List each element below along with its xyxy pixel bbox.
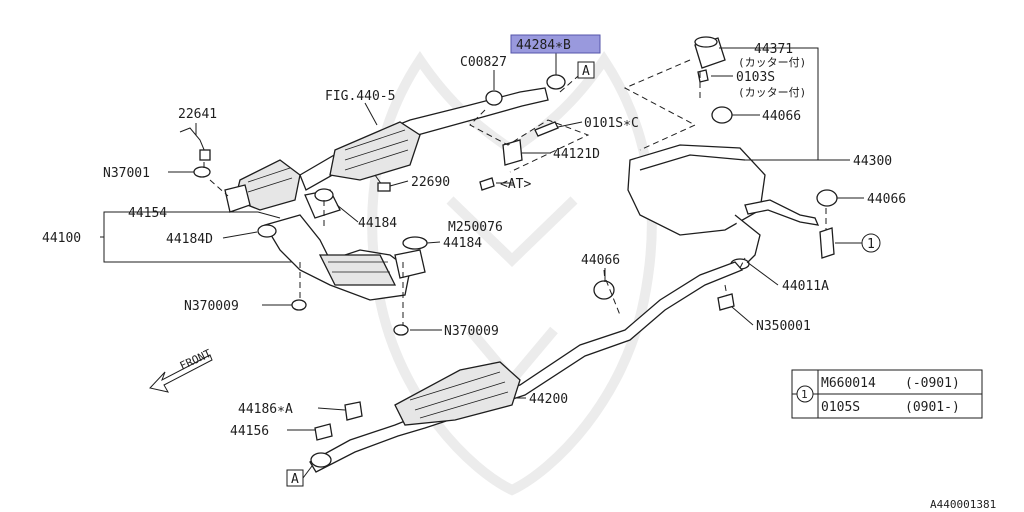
legend-table: 1 M660014 (-0901) 0105S (0901-) — [791, 369, 983, 419]
legend-marker: 1 — [801, 388, 808, 401]
spring-44156[interactable] — [314, 423, 333, 441]
o2-sensor-22641[interactable] — [179, 127, 211, 161]
gasket-44184-right[interactable] — [402, 236, 428, 250]
legend-row-2-range: (0901-) — [905, 400, 960, 415]
nut-n370009-left[interactable] — [291, 299, 307, 311]
label-c00827[interactable]: C00827 — [460, 55, 507, 70]
center-muffler-44200[interactable] — [394, 361, 521, 426]
label-44121d[interactable]: 44121D — [553, 147, 600, 162]
label-n37001[interactable]: N37001 — [103, 166, 150, 181]
flange-front-pipe-a[interactable] — [310, 452, 332, 468]
label-22690[interactable]: 22690 — [411, 175, 450, 190]
label-0101s-c[interactable]: 0101S∗C — [584, 116, 639, 131]
o2-sensor-22690[interactable] — [374, 174, 391, 192]
label-44066-middle[interactable]: 44066 — [581, 253, 620, 268]
nut-n370009-right[interactable] — [393, 324, 409, 336]
hanger-44066-top[interactable] — [711, 106, 733, 124]
legend-marker-circle — [796, 385, 814, 403]
label-44100[interactable]: 44100 — [42, 231, 81, 246]
label-44300[interactable]: 44300 — [853, 154, 892, 169]
bolt-m250076[interactable] — [479, 177, 495, 191]
hanger-44066-right[interactable] — [816, 189, 838, 207]
label-44156[interactable]: 44156 — [230, 424, 269, 439]
bolt-44186-a[interactable] — [344, 401, 363, 421]
label-n370009-left[interactable]: N370009 — [184, 299, 239, 314]
ref-box-a-top — [577, 61, 595, 79]
exhaust-manifold-44100[interactable] — [264, 189, 426, 301]
label-circle-1: 1 — [867, 237, 875, 252]
bolt-0101s-c[interactable] — [534, 121, 559, 137]
label-at: <AT> — [500, 177, 531, 192]
label-0103s[interactable]: 0103S — [736, 70, 775, 85]
label-44011a[interactable]: 44011A — [782, 279, 829, 294]
label-22641[interactable]: 22641 — [178, 107, 217, 122]
label-44371[interactable]: 44371 — [754, 42, 793, 57]
legend-row-1-part[interactable]: M660014 — [821, 376, 876, 391]
catalytic-converter-upper[interactable] — [329, 121, 421, 181]
front-direction-arrow: FRONT — [149, 347, 214, 393]
label-44066-top[interactable]: 44066 — [762, 109, 801, 124]
part-labels: 44284∗B C00827 A FIG.440-5 22641 N37001 … — [42, 34, 996, 511]
legend-row-1-range: (-0901) — [905, 376, 960, 391]
diagram-id: A440001381 — [930, 498, 996, 511]
label-n370009-right[interactable]: N370009 — [444, 324, 499, 339]
label-cutter-2: (カッター付) — [738, 86, 806, 99]
front-catalyst-44154[interactable] — [224, 159, 301, 213]
circle-marker-1 — [861, 233, 881, 253]
highlighted-part-box — [510, 34, 601, 54]
label-44184-right[interactable]: 44184 — [443, 236, 482, 251]
label-m250076[interactable]: M250076 — [448, 220, 503, 235]
label-ref-a-bottom: A — [291, 472, 299, 487]
leader-lines — [100, 47, 864, 479]
bolt-circle1[interactable] — [819, 227, 835, 259]
hanger-44066-middle[interactable] — [593, 280, 615, 300]
rear-muffler-44300[interactable] — [627, 144, 820, 266]
label-44200[interactable]: 44200 — [529, 392, 568, 407]
legend-row-2-part[interactable]: 0105S — [821, 400, 860, 415]
label-ref-a-top: A — [582, 64, 590, 79]
bracket-44121d[interactable] — [502, 139, 523, 166]
label-44066-right[interactable]: 44066 — [867, 192, 906, 207]
gasket-44284-b[interactable] — [546, 74, 566, 90]
gasket-44184-upper[interactable] — [314, 188, 334, 202]
tail-cutter-44371[interactable] — [694, 36, 726, 69]
gasket-44184-left[interactable] — [257, 224, 277, 238]
label-44284b[interactable]: 44284∗B — [516, 38, 571, 53]
nut-n37001[interactable] — [193, 166, 211, 178]
label-44186a[interactable]: 44186∗A — [238, 402, 293, 417]
label-44184d[interactable]: 44184D — [166, 232, 213, 247]
label-44184-upper[interactable]: 44184 — [358, 216, 397, 231]
clamp-c00827[interactable] — [485, 90, 503, 106]
ref-box-a-bottom — [286, 469, 304, 487]
label-44154[interactable]: 44154 — [128, 206, 167, 221]
assembly-dash-lines — [203, 59, 827, 325]
nut-n350001[interactable] — [717, 293, 735, 311]
label-n350001[interactable]: N350001 — [756, 319, 811, 334]
label-cutter-1: (カッター付) — [738, 56, 806, 69]
label-fig440[interactable]: FIG.440-5 — [325, 89, 395, 104]
